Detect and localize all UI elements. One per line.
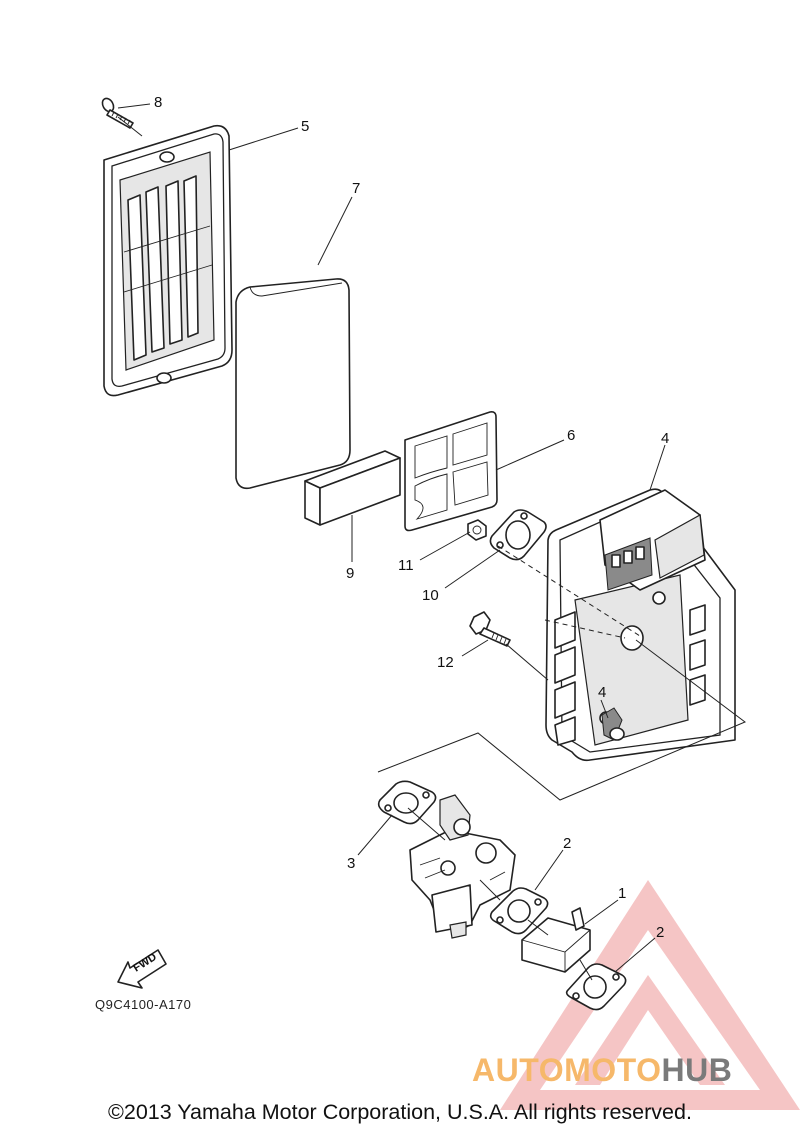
part-10-gasket [489, 509, 547, 561]
part-2a-gasket [489, 887, 549, 935]
callout-4a: 4 [661, 430, 669, 447]
part-1-spacer [521, 907, 591, 973]
part-3-gasket [377, 780, 437, 825]
callout-labels: 8 5 7 6 4 9 11 10 12 4 3 2 1 2 [154, 94, 669, 941]
callout-9: 9 [346, 565, 354, 582]
reference-code: Q9C4100-A170 [95, 997, 192, 1012]
callout-8: 8 [154, 94, 162, 111]
watermark-text-automoto: AUTOMOTO [472, 1052, 662, 1088]
part-12-bolt [469, 611, 511, 647]
watermark-text: AUTOMOTOHUB [472, 1052, 732, 1089]
copyright-notice: ©2013 Yamaha Motor Corporation, U.S.A. A… [108, 1100, 692, 1124]
callout-7: 7 [352, 180, 360, 197]
callout-11: 11 [398, 557, 414, 574]
callout-10: 10 [422, 587, 439, 604]
fwd-arrow-icon: FWD [117, 949, 167, 989]
part-carburetor [409, 794, 516, 939]
callout-2b: 2 [656, 924, 664, 941]
part-6-gasket [404, 411, 498, 532]
assembly-lines [117, 116, 746, 981]
part-7-filter-element [235, 278, 351, 490]
callout-12: 12 [437, 654, 454, 671]
callout-6: 6 [567, 427, 575, 444]
part-11-nut [467, 519, 487, 541]
part-2b-gasket [565, 963, 627, 1011]
callout-2a: 2 [563, 835, 571, 852]
part-8-screw [101, 97, 134, 129]
part-4-case [545, 488, 736, 762]
part-9-foam [304, 450, 401, 526]
callout-3: 3 [347, 855, 355, 872]
watermark-text-hub: HUB [661, 1052, 733, 1088]
part-5-cover [103, 124, 233, 397]
callout-5: 5 [301, 118, 309, 135]
callout-4b: 4 [598, 684, 606, 701]
callout-1: 1 [618, 885, 626, 902]
leader-lines [117, 103, 666, 973]
watermark-logo [500, 880, 800, 1110]
